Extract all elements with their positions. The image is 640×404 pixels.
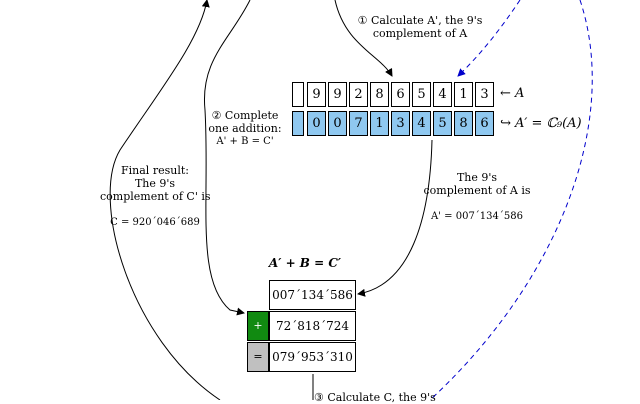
arrow-step1 — [334, 0, 393, 77]
row-a-prime-cell: 8 — [454, 111, 473, 136]
row-a-prime-cell: 4 — [412, 111, 431, 136]
arrow-final — [109, 0, 221, 400]
arrow-dashed-long — [429, 0, 593, 400]
note-line2: complement of A is — [423, 184, 531, 197]
row-a-prime-label: ↪ A′ = ℂ₉(A) — [500, 116, 582, 131]
row-a-cell: 9 — [328, 82, 347, 107]
sum-table-heading: A′ + B = C′ — [268, 256, 342, 270]
row-a-prime-cell: 0 — [307, 111, 326, 136]
step1-label: ① Calculate A', the 9's complement of A — [355, 14, 485, 40]
row-a-prime-cell: 0 — [328, 111, 347, 136]
sum-row-op: = — [247, 342, 269, 372]
row-a-cell: 9 — [307, 82, 326, 107]
sum-row-op: + — [247, 311, 269, 341]
row-a-cell: 4 — [433, 82, 452, 107]
step2-label: ② Complete one addition: A' + B = C' — [205, 109, 285, 148]
row-a-cell: 6 — [391, 82, 410, 107]
step3-label: ③ Calculate C, the 9's — [314, 391, 436, 404]
step1-line1: ① Calculate A', the 9's — [357, 14, 483, 27]
row-a-cell: 1 — [454, 82, 473, 107]
final-line1: Final result: — [121, 164, 189, 177]
arrow-step2 — [203, 0, 251, 316]
sum-row-value: 007´134´586 — [269, 280, 356, 310]
complement-note: The 9's complement of A is A' = 007´134´… — [422, 171, 532, 223]
row-a-label: ← A — [500, 86, 525, 101]
row-a-cell: 3 — [475, 82, 494, 107]
sum-row-value: 72´818´724 — [269, 311, 356, 341]
row-a-cell: 5 — [412, 82, 431, 107]
final-line3: complement of C' is — [100, 190, 211, 203]
row-a-cell — [292, 82, 304, 107]
row-a-prime-cell: 7 — [349, 111, 368, 136]
row-a-prime-cell — [292, 111, 304, 136]
step2-line2: one addition: — [208, 122, 282, 135]
step1-line2: complement of A — [372, 27, 468, 40]
row-a-cell: 2 — [349, 82, 368, 107]
row-a-prime-cell: 6 — [475, 111, 494, 136]
arrow-dashed — [457, 0, 521, 77]
sum-row-value: 079´953´310 — [269, 342, 356, 372]
final-line2: The 9's — [134, 177, 176, 190]
step2-line1: ② Complete — [211, 109, 279, 122]
row-a-prime-cell: 5 — [433, 111, 452, 136]
step2-line3: A' + B = C' — [216, 136, 274, 147]
arrow-to-table — [357, 139, 433, 297]
row-a-prime-cell: 3 — [391, 111, 410, 136]
final-label: Final result: The 9's complement of C' i… — [100, 164, 211, 229]
row-a-cell: 8 — [370, 82, 389, 107]
final-line4: C = 920´046´689 — [110, 217, 200, 228]
note-line3: A' = 007´134´586 — [431, 211, 523, 222]
row-a-prime-cell: 1 — [370, 111, 389, 136]
note-line1: The 9's — [456, 171, 498, 184]
